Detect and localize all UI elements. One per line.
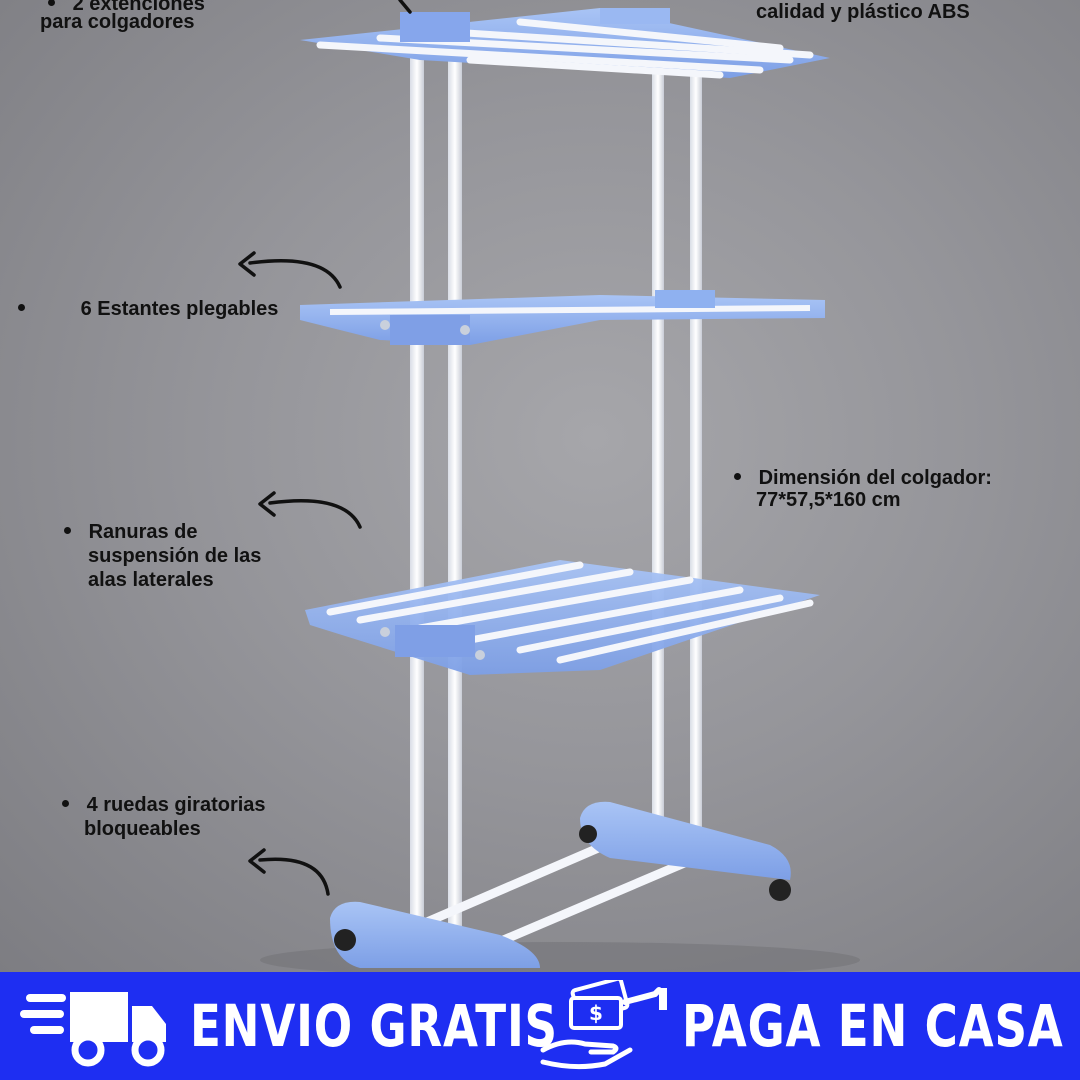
pay-at-home-label: PAGA EN CASA [682, 992, 1064, 1060]
product-photo: 2 extenciones para colgadores calidad y … [0, 0, 1080, 972]
feature-wheels-line1: 4 ruedas giratorias [86, 794, 266, 816]
middle-shelf [300, 290, 825, 345]
feature-dimension-line2: 77*57,5*160 cm [756, 489, 901, 511]
feature-slots: Ranuras de [64, 520, 198, 544]
money-hand-icon: $ [540, 980, 667, 1070]
feature-wheels-line2: bloqueables [84, 818, 201, 840]
lower-shelf [305, 560, 820, 675]
feature-material: calidad y plástico ABS [756, 1, 970, 23]
curved-arrow-icon [398, 0, 412, 14]
top-shelf [300, 8, 830, 79]
feature-slots-line2: suspensión de las [88, 545, 262, 567]
svg-text:$: $ [589, 1001, 603, 1025]
feature-extensions-line1: 2 extenciones [72, 0, 205, 15]
curved-arrow-icon [238, 251, 342, 289]
feature-shelves-text: 6 Estantes plegables [80, 298, 279, 320]
feature-slots-line3: alas laterales [88, 569, 214, 591]
feature-wheels: 4 ruedas giratorias [62, 793, 266, 817]
promo-banner: ENVIO GRATIS $ PAGA EN CASA [0, 972, 1080, 1080]
feature-dimension-line1: Dimensión del colgador: [758, 467, 992, 489]
curved-arrow-icon [248, 848, 330, 896]
feature-extensions-line2: para colgadores [40, 11, 195, 33]
feature-extensions: 2 extenciones [48, 0, 205, 16]
feature-slots-line1: Ranuras de [88, 521, 198, 543]
delivery-truck-icon [20, 992, 166, 1067]
feature-shelves: 6 Estantes plegables [18, 297, 279, 321]
curved-arrow-icon [258, 491, 362, 529]
feature-dimension: Dimensión del colgador: [734, 466, 992, 490]
rack-base [330, 801, 791, 968]
free-shipping-label: ENVIO GRATIS [190, 992, 558, 1060]
drying-rack-illustration [260, 8, 860, 972]
